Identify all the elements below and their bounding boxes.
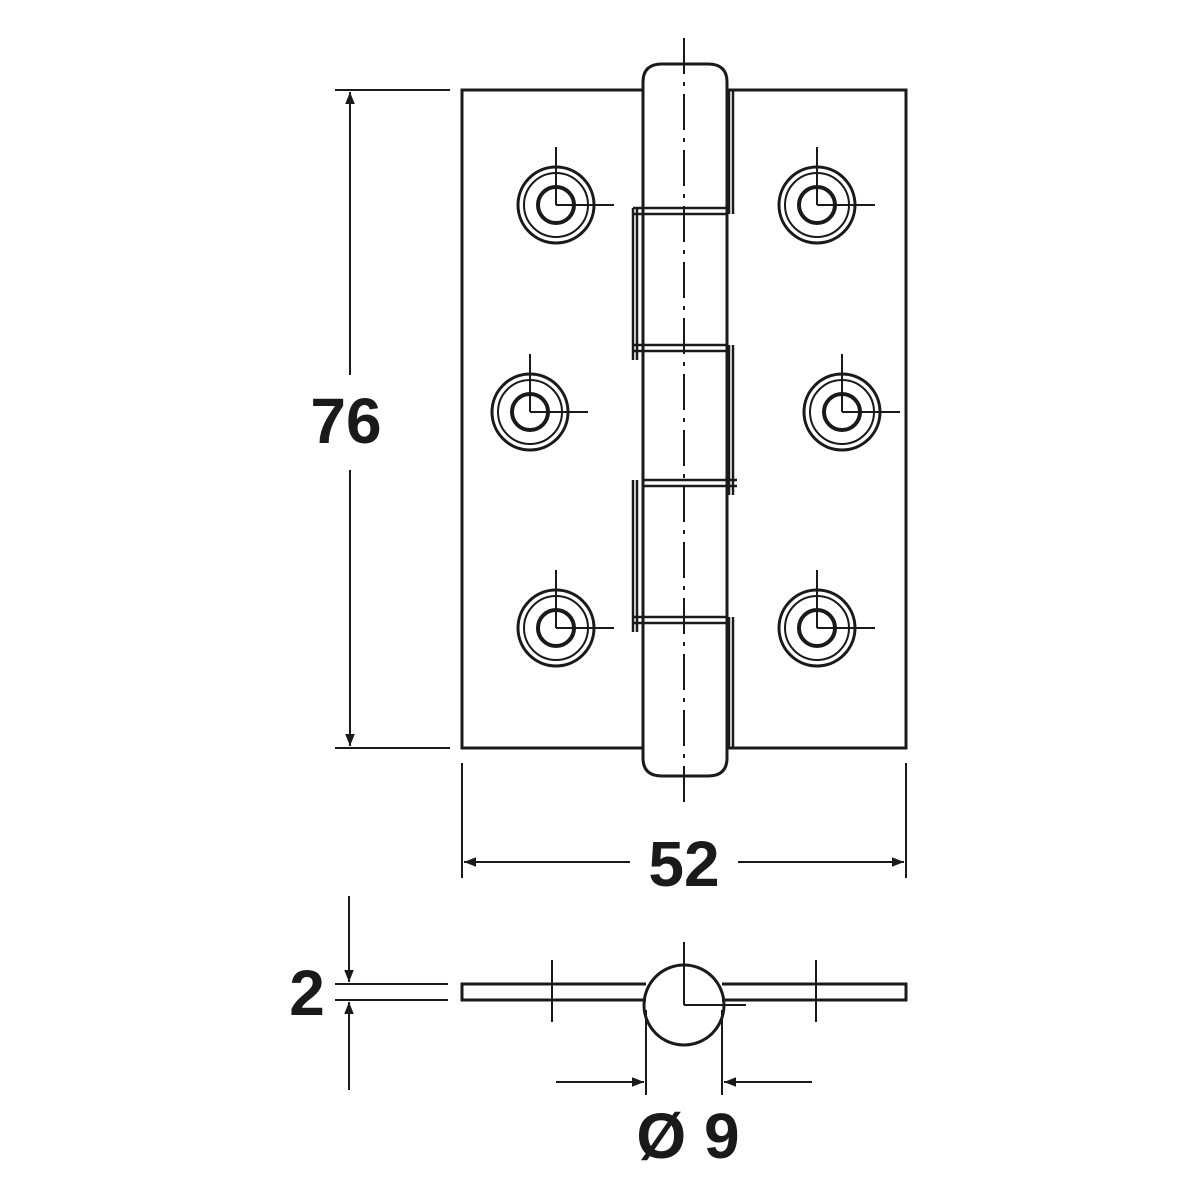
screw-hole (777, 147, 875, 245)
thickness-dimension-label: 2 (289, 957, 325, 1029)
thickness-dimension (335, 896, 448, 1090)
end-view-right-leaf (722, 982, 908, 1002)
screw-hole (802, 354, 900, 452)
left-leaf (460, 88, 642, 750)
hinge-end-view (460, 942, 908, 1047)
screw-hole (516, 570, 614, 668)
width-dimension-label: 52 (648, 828, 719, 900)
height-dimension (335, 89, 450, 749)
screw-hole (516, 147, 614, 245)
knuckle-barrel (641, 62, 729, 778)
diameter-dimension (556, 1010, 812, 1095)
right-leaf (728, 88, 908, 750)
screw-holes (490, 147, 900, 668)
hinge-front-view (460, 38, 908, 804)
end-view-left-leaf (460, 982, 646, 1002)
width-dimension (461, 763, 907, 878)
knuckle-joints (631, 90, 737, 748)
diameter-dimension-label: Ø 9 (636, 1100, 739, 1172)
screw-hole (490, 354, 588, 452)
height-dimension-label: 76 (310, 385, 381, 457)
screw-hole (777, 570, 875, 668)
